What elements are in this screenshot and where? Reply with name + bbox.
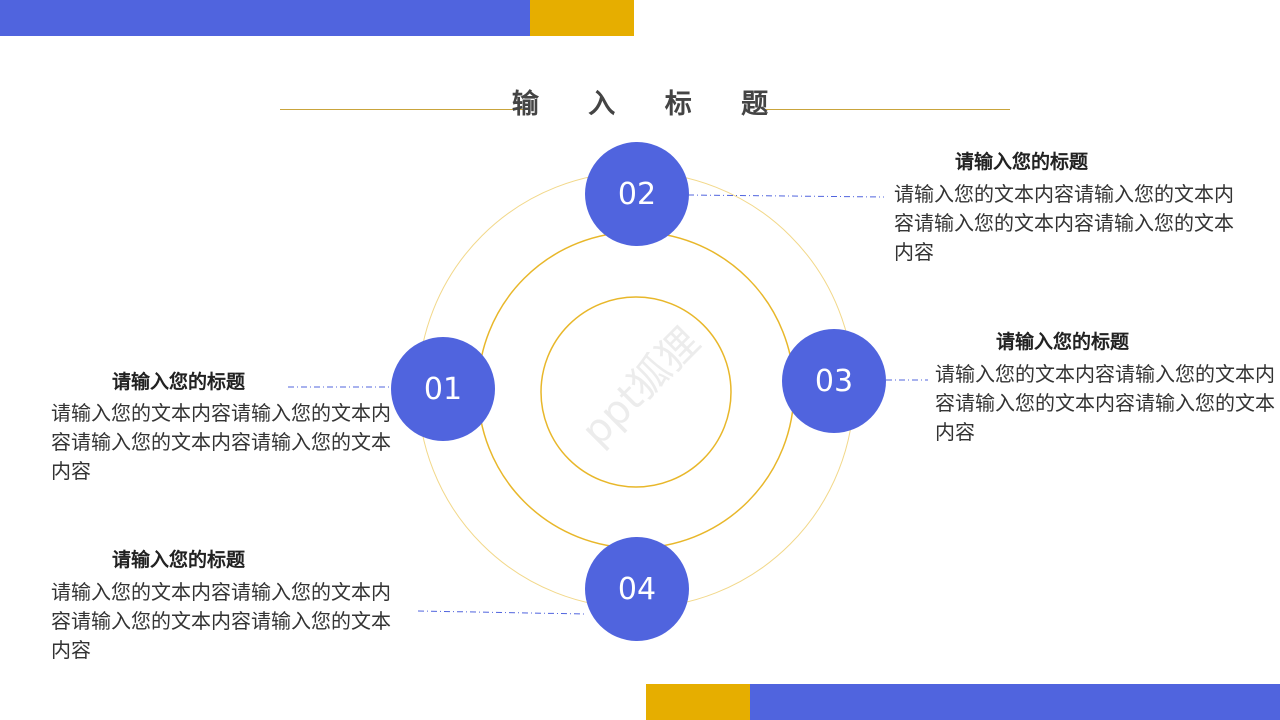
node-01: 01: [391, 337, 495, 441]
text-03: 请输入您的文本内容请输入您的文本内容请输入您的文本内容请输入您的文本内容: [935, 362, 1275, 444]
text-04: 请输入您的文本内容请输入您的文本内容请输入您的文本内容请输入您的文本内容: [51, 580, 391, 662]
bottom-gold-bar: [646, 684, 750, 720]
node-02: 02: [585, 142, 689, 246]
top-gold-bar: [530, 0, 634, 36]
connector-04: [417, 610, 587, 615]
node-03: 03: [782, 329, 886, 433]
page-title: 输 入 标 题: [511, 89, 789, 120]
heading-01: 请输入您的标题: [112, 371, 246, 393]
node-04: 04: [585, 537, 689, 641]
title-line-right: [765, 109, 1010, 110]
title-line-left: [280, 109, 525, 110]
text-02: 请输入您的文本内容请输入您的文本内容请输入您的文本内容请输入您的文本内容: [894, 182, 1234, 264]
bottom-blue-bar: [750, 684, 1280, 720]
text-01: 请输入您的文本内容请输入您的文本内容请输入您的文本内容请输入您的文本内容: [51, 401, 391, 483]
heading-04: 请输入您的标题: [112, 549, 246, 571]
connector-02: [687, 194, 885, 198]
top-blue-bar: [0, 0, 530, 36]
inner-ring: [540, 296, 732, 488]
heading-03: 请输入您的标题: [996, 331, 1130, 353]
heading-02: 请输入您的标题: [955, 151, 1089, 173]
page-title-wrap: 输 入 标 题: [0, 82, 1280, 121]
